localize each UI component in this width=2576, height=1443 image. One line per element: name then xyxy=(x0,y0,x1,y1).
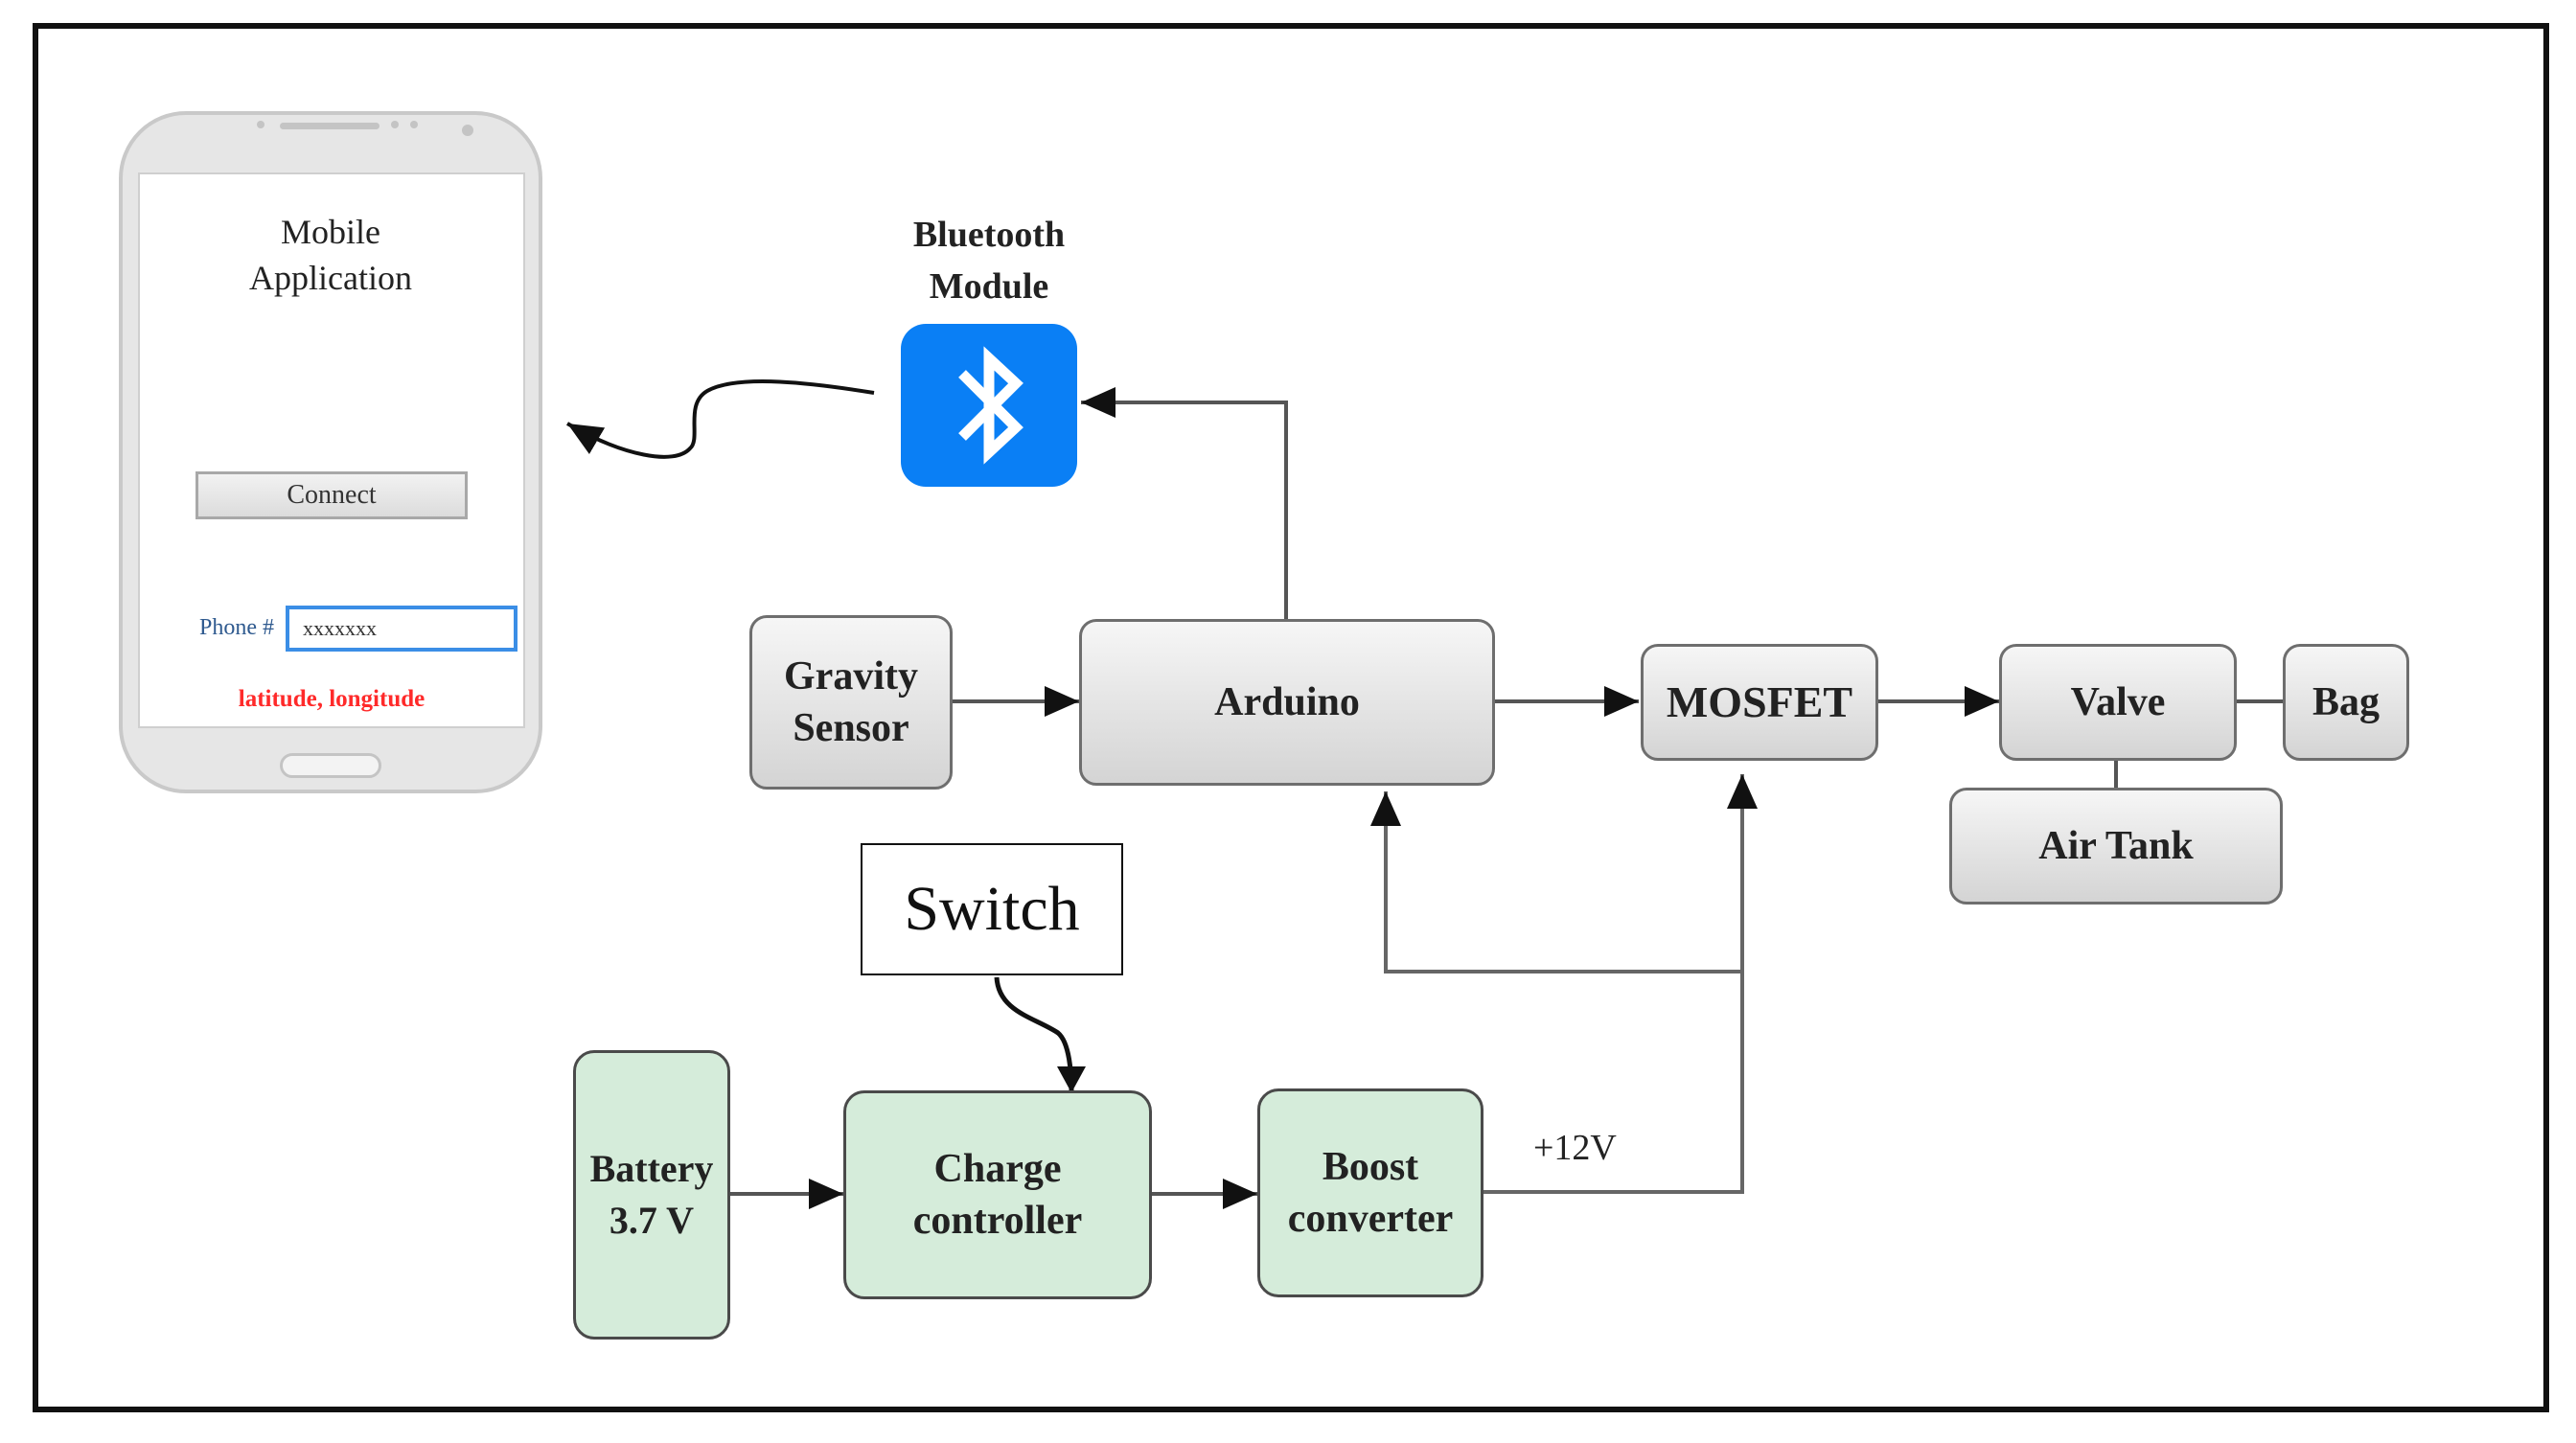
bluetooth-label-line1: Bluetooth xyxy=(912,215,1066,255)
connect-button[interactable]: Connect xyxy=(196,471,468,519)
battery-line1: Battery xyxy=(589,1147,714,1190)
arduino-block: Arduino xyxy=(1079,619,1495,786)
mosfet-block: MOSFET xyxy=(1641,644,1878,761)
bluetooth-module-label: Bluetooth Module xyxy=(862,209,1116,312)
battery-line2: 3.7 V xyxy=(609,1199,695,1242)
air-tank-block: Air Tank xyxy=(1949,788,2283,905)
switch-label-box: Switch xyxy=(861,843,1123,975)
boost-converter-block: Boost converter xyxy=(1257,1088,1484,1297)
phone-speaker xyxy=(280,123,380,129)
app-title-line2: Application xyxy=(249,259,412,297)
app-title: Mobile Application xyxy=(192,209,470,301)
phone-number-input[interactable]: xxxxxxx xyxy=(286,606,518,652)
voltage-label: +12V xyxy=(1533,1128,1617,1168)
battery-block: Battery 3.7 V xyxy=(573,1050,730,1340)
charge-controller-block: Charge controller xyxy=(843,1090,1152,1299)
app-title-line1: Mobile xyxy=(281,213,380,251)
phone-camera-dot xyxy=(257,121,264,128)
phone-number-label: Phone # xyxy=(199,615,274,640)
phone-home-button[interactable] xyxy=(280,753,381,778)
boost-converter-line1: Boost xyxy=(1322,1145,1419,1189)
phone-front-camera xyxy=(462,125,473,136)
wire-arduino-bluetooth xyxy=(1081,387,1288,619)
gravity-sensor-block: Gravity Sensor xyxy=(749,615,953,790)
gravity-sensor-line2: Sensor xyxy=(793,706,909,750)
boost-converter-line2: converter xyxy=(1287,1197,1454,1241)
charge-controller-line1: Charge xyxy=(933,1147,1062,1191)
bluetooth-label-line2: Module xyxy=(929,266,1049,307)
charge-controller-line2: controller xyxy=(912,1199,1083,1243)
phone-sensor-dot xyxy=(410,121,418,128)
wire-power-arduino xyxy=(1370,791,1742,973)
bag-block: Bag xyxy=(2283,644,2409,761)
phone-sensor-dot xyxy=(391,121,399,128)
valve-block: Valve xyxy=(1999,644,2237,761)
wire-switch-charge xyxy=(994,976,1086,1093)
wire-power-bus xyxy=(1484,774,1758,1194)
bluetooth-icon xyxy=(958,346,1024,465)
location-text: latitude, longitude xyxy=(238,686,426,712)
wireless-signal xyxy=(565,379,875,459)
gravity-sensor-line1: Gravity xyxy=(784,654,918,699)
bluetooth-module xyxy=(901,324,1077,487)
